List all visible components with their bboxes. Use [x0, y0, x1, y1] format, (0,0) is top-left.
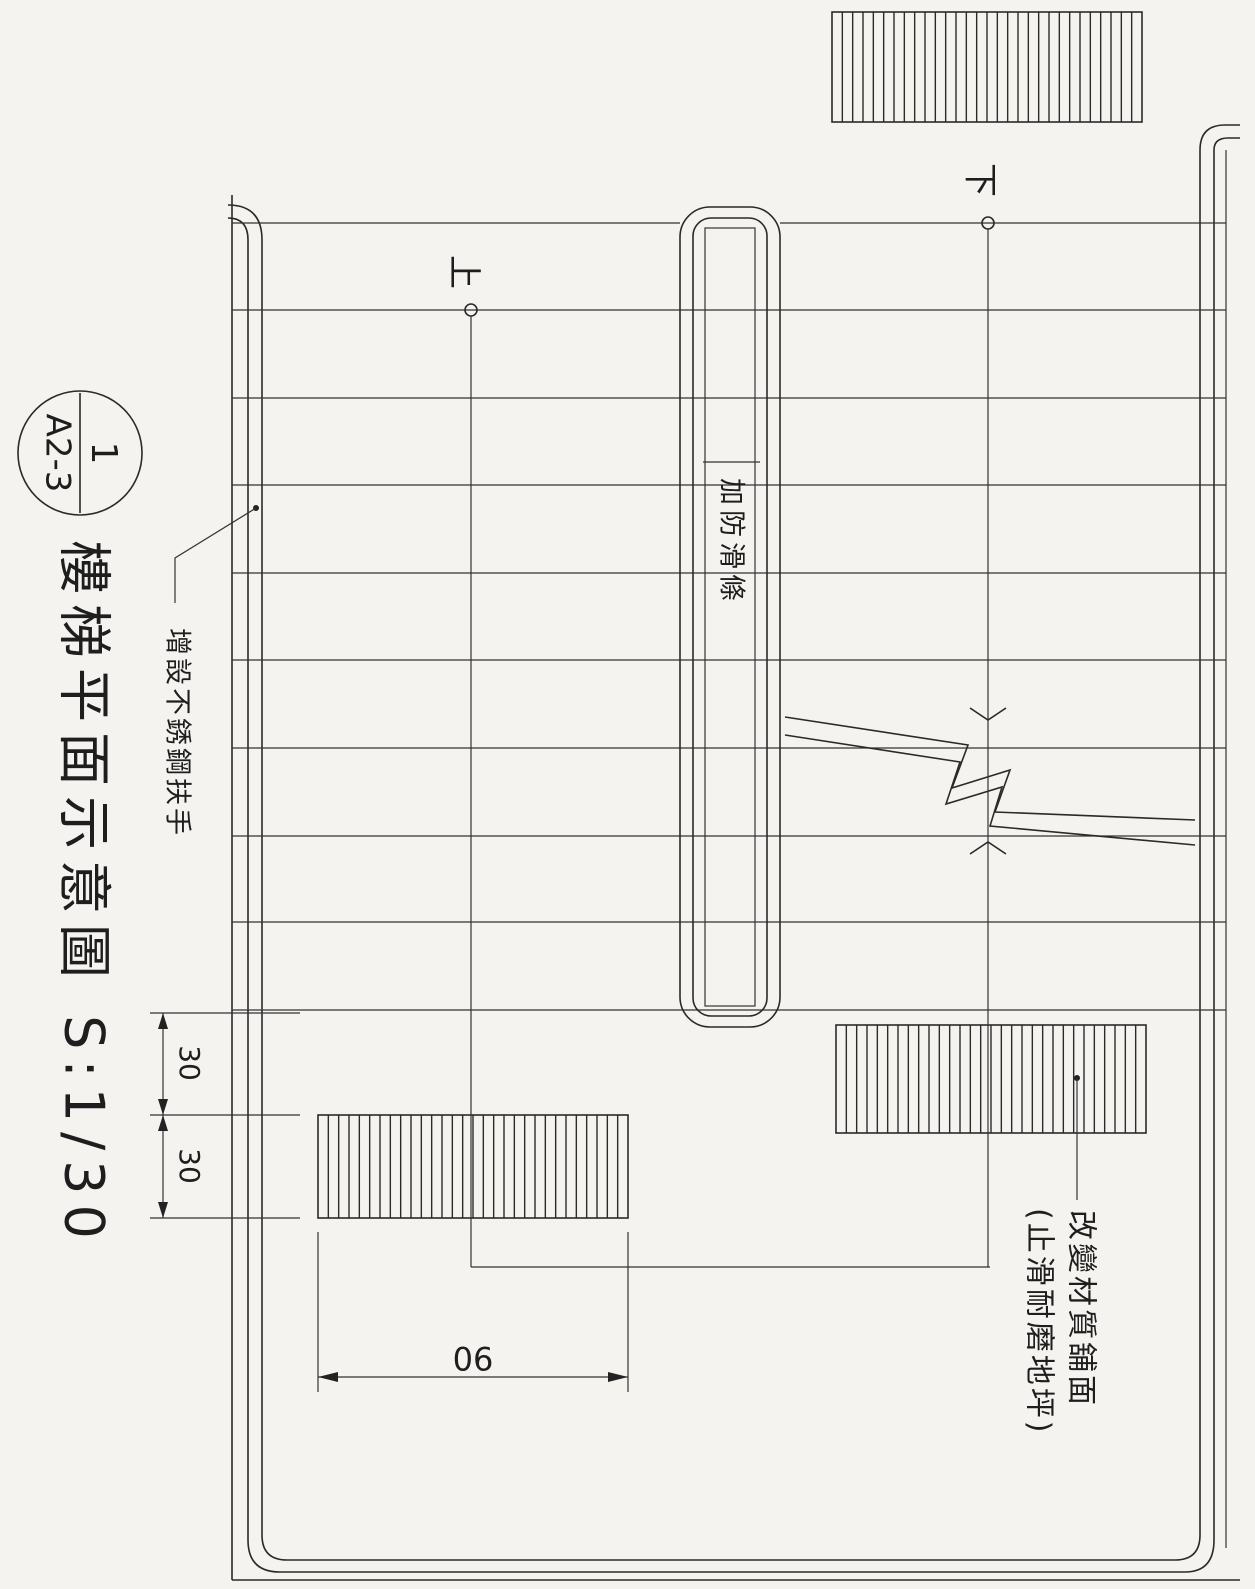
ref-number: 1	[83, 442, 124, 465]
center-divider-rail	[679, 206, 781, 1028]
down-label: 下	[960, 163, 1000, 197]
stair-treads	[262, 222, 1200, 1011]
note-material-line2: (止滑耐磨地坪)	[1022, 1208, 1057, 1435]
sheet-frame	[231, 195, 1240, 1581]
walk-line-up	[464, 303, 990, 1268]
detail-reference-bubble	[17, 390, 143, 516]
dimension-lines	[150, 1012, 629, 1392]
note-nonslip: 加防滑條	[716, 478, 747, 606]
handrail-left	[227, 124, 1240, 1573]
ref-sheet: A2-3	[38, 414, 78, 493]
hatch-block-left	[317, 1114, 629, 1219]
note-handrail: 增設不銹鋼扶手	[162, 628, 193, 838]
walk-line-down	[969, 216, 1007, 1267]
dimension-30-lower: 30	[173, 1148, 206, 1184]
drawing-title: 樓梯平面示意圖 S:1/30	[52, 540, 115, 1249]
dimension-90: 90	[453, 1339, 494, 1377]
up-label: 上	[444, 255, 484, 289]
leader-lines	[174, 461, 1080, 1200]
handrail-ticks	[232, 222, 1226, 1011]
note-material-line1: 改變材質舖面	[1064, 1210, 1099, 1408]
hatch-block-top	[831, 11, 1143, 123]
dimension-30-upper: 30	[173, 1045, 206, 1081]
break-line	[784, 716, 1196, 846]
hatch-block-right	[835, 1024, 1147, 1134]
